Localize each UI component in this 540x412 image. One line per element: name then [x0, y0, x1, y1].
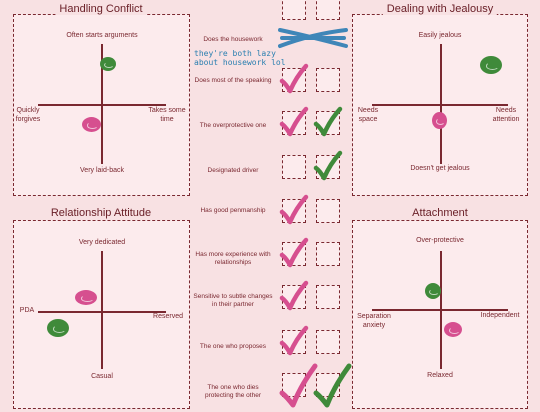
- pink-answer-box[interactable]: [282, 155, 306, 179]
- question-label: The one who dies protecting the other: [204, 384, 261, 399]
- question-label: The overprotective one: [199, 122, 267, 129]
- y-axis: [440, 44, 442, 164]
- question-label: Designated driver: [207, 167, 259, 174]
- pink-check-icon: [279, 237, 309, 268]
- pink-check-icon: [279, 363, 318, 408]
- panel-title: Handling Conflict: [55, 3, 147, 15]
- y-axis: [101, 251, 103, 369]
- axis-label-right: Takes some time: [148, 107, 186, 123]
- question-label: Does the housework: [203, 36, 263, 43]
- axis-label-right: Reserved: [153, 313, 183, 320]
- pink-character-marker: [75, 290, 97, 305]
- axis-label-top: Often starts arguments: [66, 32, 138, 39]
- green-check-icon: [313, 150, 343, 181]
- axis-label-right: Needs attention: [492, 107, 520, 123]
- pink-check-icon: [279, 106, 309, 137]
- green-answer-box[interactable]: [316, 285, 340, 309]
- y-axis: [101, 44, 103, 164]
- axis-label-top: Easily jealous: [418, 32, 462, 39]
- question-label: Does most of the speaking: [194, 77, 272, 84]
- panel-title: Dealing with Jealousy: [382, 3, 498, 15]
- green-check-icon: [313, 106, 343, 137]
- pink-character-marker: [444, 322, 462, 337]
- panel-title: Attachment: [408, 207, 472, 219]
- pink-check-icon: [279, 63, 309, 94]
- green-answer-box[interactable]: [316, 68, 340, 92]
- green-answer-box[interactable]: [316, 199, 340, 223]
- pink-character-marker: [82, 117, 101, 132]
- pink-check-icon: [279, 325, 309, 356]
- axis-label-bottom: Relaxed: [427, 372, 453, 379]
- green-answer-box[interactable]: [316, 242, 340, 266]
- green-answer-box[interactable]: [316, 0, 340, 20]
- axis-label-top: Over-protective: [416, 237, 464, 244]
- axis-label-left: Needs space: [357, 107, 379, 123]
- axis-label-left: Quickly forgives: [15, 107, 41, 123]
- axis-label-left: Separation anxiety: [357, 313, 391, 329]
- axis-label-left: PDA: [19, 307, 35, 314]
- axis-label-bottom: Doesn't get jealous: [410, 165, 470, 172]
- green-character-marker: [100, 57, 116, 71]
- pink-check-icon: [279, 194, 309, 225]
- question-label: Sensitive to subtle changes in their par…: [193, 293, 273, 308]
- scribble-cross-icon: [278, 28, 348, 48]
- green-answer-box[interactable]: [316, 330, 340, 354]
- pink-check-icon: [279, 280, 309, 311]
- handwritten-note: they're both lazy about housework lol: [194, 49, 286, 67]
- question-label: Has good penmanship: [200, 207, 266, 214]
- question-label: Has more experience with relationships: [195, 251, 271, 266]
- y-axis: [440, 251, 442, 369]
- panel-title: Relationship Attitude: [46, 207, 156, 219]
- green-character-marker: [425, 283, 441, 299]
- green-character-marker: [480, 56, 502, 74]
- pink-character-marker: [432, 112, 447, 129]
- green-check-icon: [313, 363, 352, 408]
- pink-answer-box[interactable]: [282, 0, 306, 20]
- green-character-marker: [47, 319, 69, 337]
- axis-label-right: Independent: [480, 312, 520, 319]
- axis-label-bottom: Casual: [91, 373, 113, 380]
- axis-label-bottom: Very laid-back: [80, 167, 124, 174]
- axis-label-top: Very dedicated: [78, 239, 126, 246]
- question-label: The one who proposes: [199, 343, 267, 350]
